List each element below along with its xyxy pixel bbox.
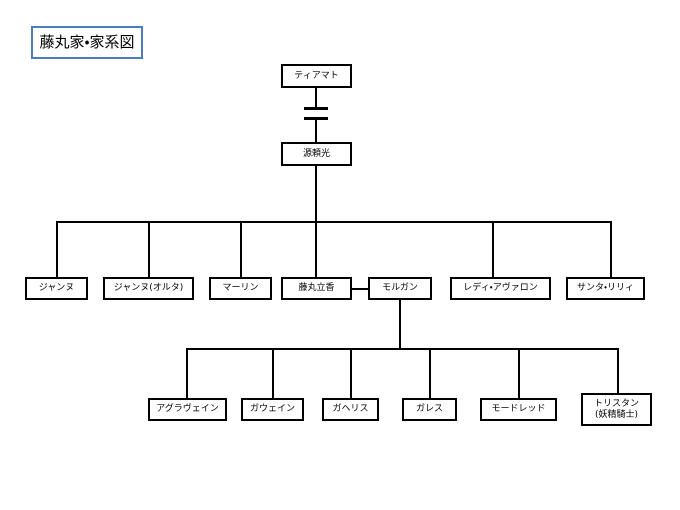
- person-node-gaheris[interactable]: ガヘリス: [322, 398, 379, 421]
- drop-gawain: [272, 348, 274, 398]
- person-node-mordred[interactable]: モードレッド: [480, 398, 557, 421]
- sibling-bus-generation-3: [56, 221, 612, 223]
- person-label: ガウェイン: [249, 404, 295, 415]
- person-node-gareth[interactable]: ガレス: [402, 398, 457, 421]
- person-label: ガヘリス: [332, 404, 369, 415]
- person-label: 源頼光: [302, 148, 330, 159]
- person-label: アグラヴェイン: [156, 404, 219, 415]
- drop-jeanne: [56, 221, 58, 277]
- drop-santa-lily: [610, 221, 612, 277]
- connector-tiamat-down: [315, 88, 317, 108]
- person-label: トリスタン: [593, 398, 639, 409]
- person-label: サンタ・リリィ: [576, 283, 635, 294]
- person-node-santa-lily[interactable]: サンタ・リリィ: [566, 277, 645, 300]
- person-label: ジャンヌ(オルタ): [113, 283, 184, 294]
- drop-merlin: [240, 221, 242, 277]
- person-label: ジャンヌ: [38, 283, 75, 294]
- drop-mordred: [518, 348, 520, 398]
- person-label: モルガン: [382, 283, 418, 294]
- person-node-jeanne-alter[interactable]: ジャンヌ(オルタ): [103, 277, 194, 300]
- person-node-tristan[interactable]: トリスタン (妖精騎士): [581, 393, 652, 426]
- person-node-tiamat[interactable]: ティアマト: [281, 64, 352, 88]
- drop-fujimaru: [315, 221, 317, 277]
- marriage-link-fujimaru-morgan: [352, 288, 369, 290]
- drop-gareth: [429, 348, 431, 398]
- connector-raikou-down: [315, 166, 317, 222]
- connector-marriage-to-raikou: [315, 118, 317, 142]
- person-label: レディ・アヴァロン: [463, 283, 538, 294]
- marriage-bar-lower: [304, 117, 328, 120]
- connector-morgan-down: [399, 300, 401, 349]
- person-node-morgan[interactable]: モルガン: [368, 277, 432, 300]
- person-label: モードレッド: [491, 404, 546, 415]
- person-node-lady-avalon[interactable]: レディ・アヴァロン: [450, 277, 551, 300]
- person-sublabel: (妖精騎士): [594, 409, 639, 420]
- person-node-raikou[interactable]: 源頼光: [281, 142, 352, 166]
- person-label: 藤丸立香: [298, 283, 335, 294]
- marriage-bar-upper: [304, 107, 328, 110]
- person-node-jeanne[interactable]: ジャンヌ: [25, 277, 88, 300]
- diagram-title: 藤丸家・家系図: [31, 26, 143, 59]
- person-node-merlin[interactable]: マーリン: [209, 277, 272, 300]
- person-node-fujimaru[interactable]: 藤丸立香: [281, 277, 352, 300]
- sibling-bus-generation-4: [186, 348, 619, 350]
- person-node-gawain[interactable]: ガウェイン: [241, 398, 304, 421]
- drop-agravain: [186, 348, 188, 398]
- drop-lady-avalon: [492, 221, 494, 277]
- person-label: マーリン: [222, 283, 259, 294]
- drop-gaheris: [350, 348, 352, 398]
- drop-tristan: [617, 348, 619, 393]
- person-node-agravain[interactable]: アグラヴェイン: [148, 398, 227, 421]
- person-label: ガレス: [415, 404, 443, 415]
- person-label: ティアマト: [294, 70, 339, 81]
- drop-jeanne-alter: [148, 221, 150, 277]
